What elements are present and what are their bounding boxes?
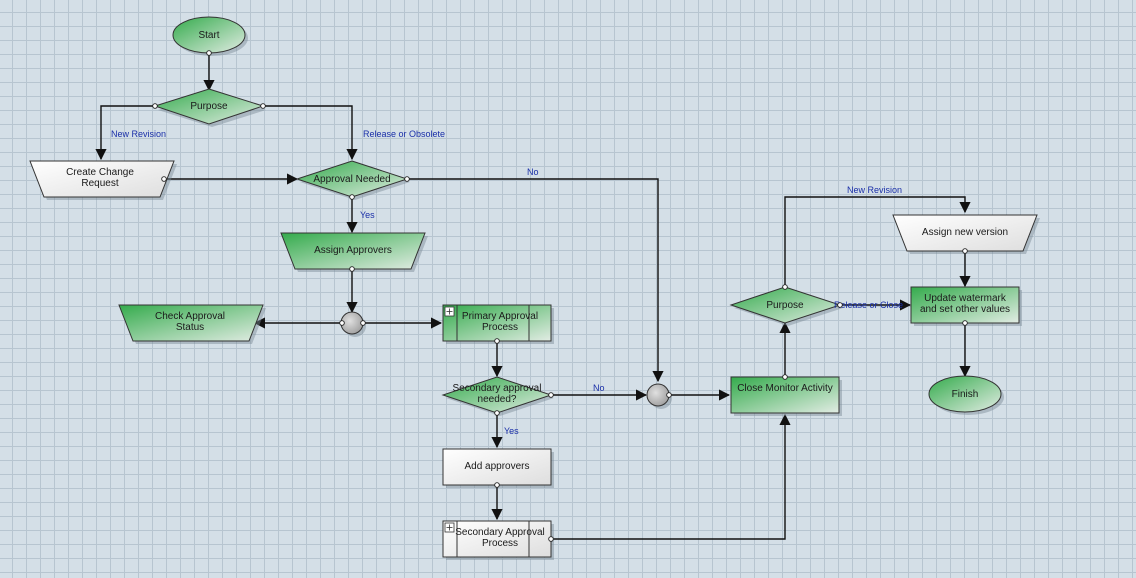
- port[interactable]: [548, 536, 554, 542]
- edge-secondary-to-close: [551, 413, 791, 540]
- edge-purpose-to-approval-needed: [263, 105, 358, 161]
- create-change-request-node[interactable]: Create Change Request: [29, 160, 177, 200]
- port[interactable]: [339, 320, 345, 326]
- start-node[interactable]: Start: [172, 16, 248, 56]
- close-monitor-activity-node[interactable]: Close Monitor Activity: [730, 376, 842, 416]
- purpose-decision-top[interactable]: Purpose: [153, 88, 266, 127]
- edge-approval-needed-no: [407, 178, 664, 383]
- port[interactable]: [837, 302, 843, 308]
- edge-label-release-or-obsolete: Release or Obsolete: [363, 129, 445, 139]
- edge-label-no-top: No: [527, 167, 539, 177]
- edge-label-no-secondary: No: [593, 383, 605, 393]
- purpose-right-label: Purpose: [766, 300, 804, 311]
- check-approval-status-label-2: Status: [176, 322, 204, 333]
- add-approvers-node[interactable]: Add approvers: [442, 448, 554, 488]
- check-approval-status-label-1: Check Approval: [155, 311, 225, 322]
- add-approvers-label: Add approvers: [464, 461, 529, 472]
- edge-purpose-to-create-change: [95, 105, 155, 161]
- port[interactable]: [494, 482, 500, 488]
- port[interactable]: [349, 266, 355, 272]
- primary-approval-process-node[interactable]: Primary Approval Process: [442, 304, 554, 344]
- close-monitor-activity-label: Close Monitor Activity: [737, 383, 833, 394]
- approval-needed-decision[interactable]: Approval Needed: [295, 160, 410, 200]
- port[interactable]: [360, 320, 366, 326]
- edge-label-release-or-close: Release or Close: [834, 300, 903, 310]
- create-change-request-label-2: Request: [81, 178, 118, 189]
- port[interactable]: [494, 410, 500, 416]
- finish-label: Finish: [952, 389, 979, 400]
- connection-ports: [152, 50, 968, 542]
- port[interactable]: [782, 374, 788, 380]
- assign-approvers-node[interactable]: Assign Approvers: [280, 232, 428, 272]
- port[interactable]: [206, 50, 212, 56]
- secondary-approval-label-1: Secondary Approval: [455, 527, 545, 538]
- primary-approval-label-2: Process: [482, 322, 518, 333]
- check-approval-status-node[interactable]: Check Approval Status: [118, 304, 266, 344]
- port[interactable]: [260, 103, 266, 109]
- port[interactable]: [962, 320, 968, 326]
- merge-node-left[interactable]: [340, 311, 366, 337]
- merge-node-right[interactable]: [646, 383, 672, 409]
- secondary-approval-process-node[interactable]: Secondary Approval Process: [442, 520, 554, 560]
- start-label: Start: [198, 30, 219, 41]
- create-change-request-label-1: Create Change: [66, 167, 134, 178]
- edge-label-yes-approval: Yes: [360, 210, 375, 220]
- port[interactable]: [404, 176, 410, 182]
- edge-label-new-revision-left: New Revision: [111, 129, 166, 139]
- edge-purpose-new-revision: [784, 196, 971, 287]
- secondary-approval-needed-decision[interactable]: Secondary approval needed?: [441, 376, 554, 416]
- port[interactable]: [494, 338, 500, 344]
- purpose-top-label: Purpose: [190, 101, 228, 112]
- update-watermark-node[interactable]: Update watermark and set other values: [910, 286, 1022, 326]
- subprocess-expand-icon[interactable]: [444, 306, 455, 317]
- secondary-approval-label-2: Process: [482, 538, 518, 549]
- port[interactable]: [962, 248, 968, 254]
- port[interactable]: [782, 284, 788, 290]
- update-watermark-label-2: and set other values: [920, 304, 1010, 315]
- port[interactable]: [349, 194, 355, 200]
- purpose-decision-right[interactable]: Purpose: [729, 286, 843, 326]
- subprocess-expand-icon[interactable]: [444, 522, 455, 533]
- update-watermark-label-1: Update watermark: [924, 293, 1007, 304]
- edge-label-yes-secondary: Yes: [504, 426, 519, 436]
- port[interactable]: [152, 103, 158, 109]
- port[interactable]: [161, 176, 167, 182]
- assign-approvers-label: Assign Approvers: [314, 245, 392, 256]
- assign-new-version-label: Assign new version: [922, 227, 1008, 238]
- port[interactable]: [666, 392, 672, 398]
- approval-needed-label: Approval Needed: [313, 174, 390, 185]
- port[interactable]: [548, 392, 554, 398]
- finish-node[interactable]: Finish: [928, 375, 1004, 415]
- edge-label-new-revision-right: New Revision: [847, 185, 902, 195]
- assign-new-version-node[interactable]: Assign new version: [892, 214, 1040, 254]
- secondary-needed-label-1: Secondary approval: [453, 383, 542, 394]
- primary-approval-label-1: Primary Approval: [462, 311, 538, 322]
- secondary-needed-label-2: needed?: [478, 394, 517, 405]
